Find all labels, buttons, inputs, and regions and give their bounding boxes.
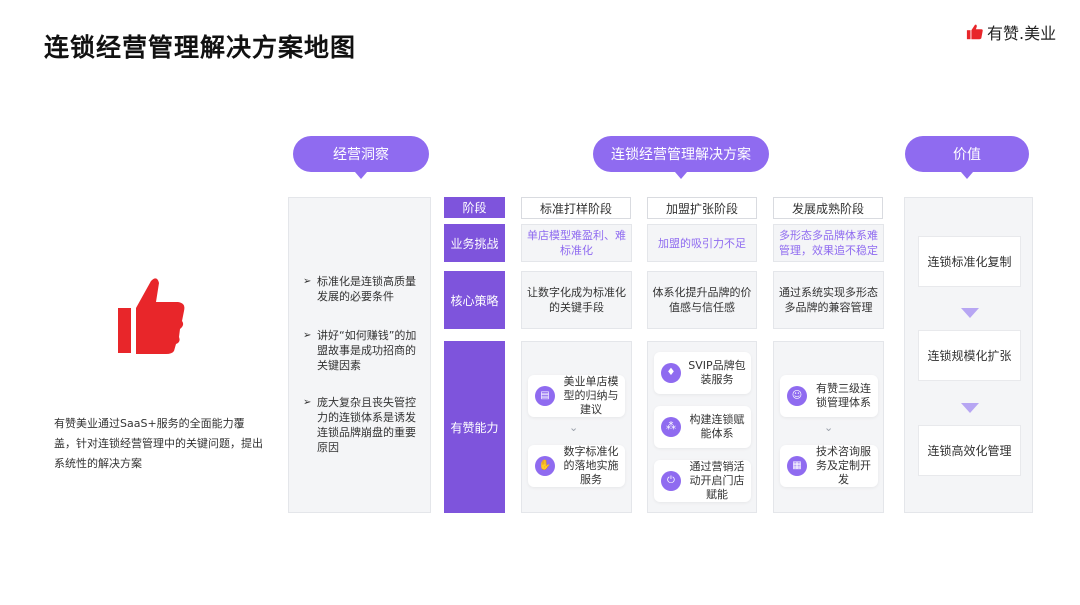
insight-item: 标准化是连锁高质量发展的必要条件 (303, 274, 424, 304)
stage-header: 标准打样阶段 (521, 197, 631, 219)
challenge-cell: 多形态多品牌体系难管理，效果追不稳定 (773, 224, 884, 262)
capability-card: ⁂ 构建连锁赋能体系 (654, 406, 751, 448)
brand-name: 有赞.美业 (987, 24, 1057, 43)
summary-text: 有赞美业通过SaaS+服务的全面能力覆盖，针对连锁经营管理中的关键问题，提出系统… (54, 417, 263, 470)
insight-item: 庞大复杂且丧失管控力的连锁体系是诱发连锁品牌崩盘的重要原因 (303, 395, 424, 455)
stage-header: 加盟扩张阶段 (647, 197, 757, 219)
challenge-cell: 单店模型难盈利、难标准化 (521, 224, 632, 262)
thumbs-up-icon (118, 278, 185, 354)
value-card: 连锁规模化扩张 (918, 330, 1021, 381)
chevron-down-icon: ⌄ (824, 421, 834, 434)
value-card: 连锁标准化复制 (918, 236, 1021, 287)
strategy-cell: 体系化提升品牌的价值感与信任感 (647, 271, 757, 329)
strategy-cell: 让数字化成为标准化的关键手段 (521, 271, 632, 329)
capability-text: 构建连锁赋能体系 (689, 413, 745, 440)
page-title: 连锁经营管理解决方案地图 (44, 33, 357, 62)
row-label-capability: 有赞能力 (444, 341, 505, 513)
arrow-down-icon (961, 403, 979, 413)
chat-icon: ▤ (535, 386, 555, 406)
capability-text: 有赞三级连锁管理体系 (816, 382, 871, 409)
capability-card: ▦ 技术咨询服务及定制开发 (780, 445, 878, 487)
network-icon: ⁂ (661, 417, 681, 437)
solution-header: 连锁经营管理解决方案 (593, 136, 769, 179)
insight-header: 经营洞察 (293, 136, 429, 179)
diamond-icon: ♦ (661, 363, 681, 383)
chevron-down-icon: ⌄ (569, 421, 579, 434)
grid-icon: ▦ (787, 456, 807, 476)
users-icon: ☺ (787, 386, 807, 406)
capability-text: 技术咨询服务及定制开发 (816, 445, 871, 486)
value-card: 连锁高效化管理 (918, 425, 1021, 476)
row-label-strategy: 核心策略 (444, 271, 505, 329)
capability-text: 数字标准化的落地实施服务 (563, 445, 619, 486)
stage-header: 发展成熟阶段 (773, 197, 883, 219)
capability-text: 通过营销活动开启门店赋能 (689, 460, 745, 501)
power-icon: ⏻ (661, 471, 681, 491)
value-header: 价值 (905, 136, 1029, 179)
capability-column: ▤ 美业单店模型的归纳与建议 ⌄ ✋ 数字标准化的落地实施服务 (521, 341, 632, 513)
capability-text: SVIP品牌包装服务 (688, 359, 746, 386)
capability-card: ▤ 美业单店模型的归纳与建议 (528, 375, 625, 417)
insight-panel: 标准化是连锁高质量发展的必要条件 讲好“如何赚钱”的加盟故事是成功招商的关键因素… (288, 197, 431, 513)
strategy-cell: 通过系统实现多形态多品牌的兼容管理 (773, 271, 884, 329)
hand-icon: ✋ (535, 456, 555, 476)
capability-card: ☺ 有赞三级连锁管理体系 (780, 375, 878, 417)
row-label-stage: 阶段 (444, 197, 505, 218)
capability-card: ✋ 数字标准化的落地实施服务 (528, 445, 625, 487)
capability-column: ♦ SVIP品牌包装服务 ⁂ 构建连锁赋能体系 ⏻ 通过营销活动开启门店赋能 (647, 341, 757, 513)
capability-card: ⏻ 通过营销活动开启门店赋能 (654, 460, 751, 502)
thumbs-up-icon (966, 24, 983, 40)
insight-item: 讲好“如何赚钱”的加盟故事是成功招商的关键因素 (303, 328, 424, 373)
capability-text: 美业单店模型的归纳与建议 (563, 375, 619, 416)
capability-card: ♦ SVIP品牌包装服务 (654, 352, 751, 394)
arrow-down-icon (961, 308, 979, 318)
challenge-cell: 加盟的吸引力不足 (647, 224, 757, 262)
row-label-challenge: 业务挑战 (444, 224, 505, 262)
capability-column: ☺ 有赞三级连锁管理体系 ⌄ ▦ 技术咨询服务及定制开发 (773, 341, 884, 513)
value-panel: 连锁标准化复制 连锁规模化扩张 连锁高效化管理 (904, 197, 1033, 513)
brand-logo: 有赞.美业 (966, 20, 1056, 44)
